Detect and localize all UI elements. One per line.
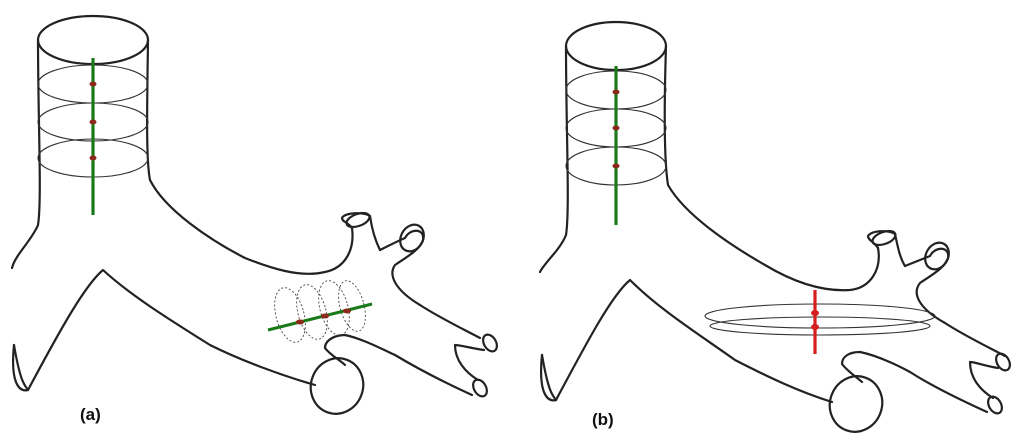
wide-ring-2-b: [710, 317, 930, 335]
error-point-1-b: [811, 310, 819, 316]
trachea-opening-b: [566, 22, 666, 70]
airway-outline-right-b: [665, 46, 879, 290]
branch-ring-1-a: [269, 284, 311, 345]
centre-point-1-b: [613, 90, 620, 95]
panel-label-a: (a): [80, 405, 101, 425]
branch-ring-2-a: [291, 281, 333, 342]
lower-right-branch-a: [455, 345, 484, 380]
centre-point-3-b: [613, 164, 620, 169]
airway-outline-left-b: [540, 46, 568, 272]
branch-centre-3-a: [343, 309, 351, 314]
panel-b: [540, 22, 1013, 436]
lower-branch-underside-b: [842, 352, 987, 412]
branch-end-2-a: [395, 220, 428, 255]
centre-point-1-a: [90, 82, 97, 87]
lower-branch-underside-a: [325, 335, 472, 395]
error-point-2-b: [811, 324, 819, 330]
centre-point-2-b: [613, 126, 620, 131]
branch-end-3-b: [993, 351, 1012, 373]
bronchus-end-a: [303, 351, 371, 421]
centre-point-3-a: [90, 156, 97, 161]
branch-centre-2-a: [321, 314, 329, 319]
upper-right-branch-a: [380, 231, 480, 338]
trachea-opening-a: [38, 16, 148, 64]
branch-end-2-b: [920, 238, 953, 273]
wide-ring-1-b: [705, 304, 935, 328]
branch-end-4-b: [985, 394, 1004, 416]
main-bronchus-lower-b: [542, 280, 832, 402]
upper-right-branch-b: [905, 249, 1005, 356]
panel-label-b: (b): [592, 410, 614, 430]
skeleton-branch-a: [268, 304, 372, 330]
panel-a: [12, 16, 500, 421]
lower-right-branch-b: [970, 362, 998, 398]
airway-outline-left-a: [12, 40, 40, 268]
airway-outline-right-a: [147, 40, 352, 274]
branch-end-4-a: [470, 377, 489, 399]
branch-ring-3-a: [313, 277, 355, 338]
branch-centre-1-a: [296, 320, 304, 325]
centre-point-2-a: [90, 120, 97, 125]
